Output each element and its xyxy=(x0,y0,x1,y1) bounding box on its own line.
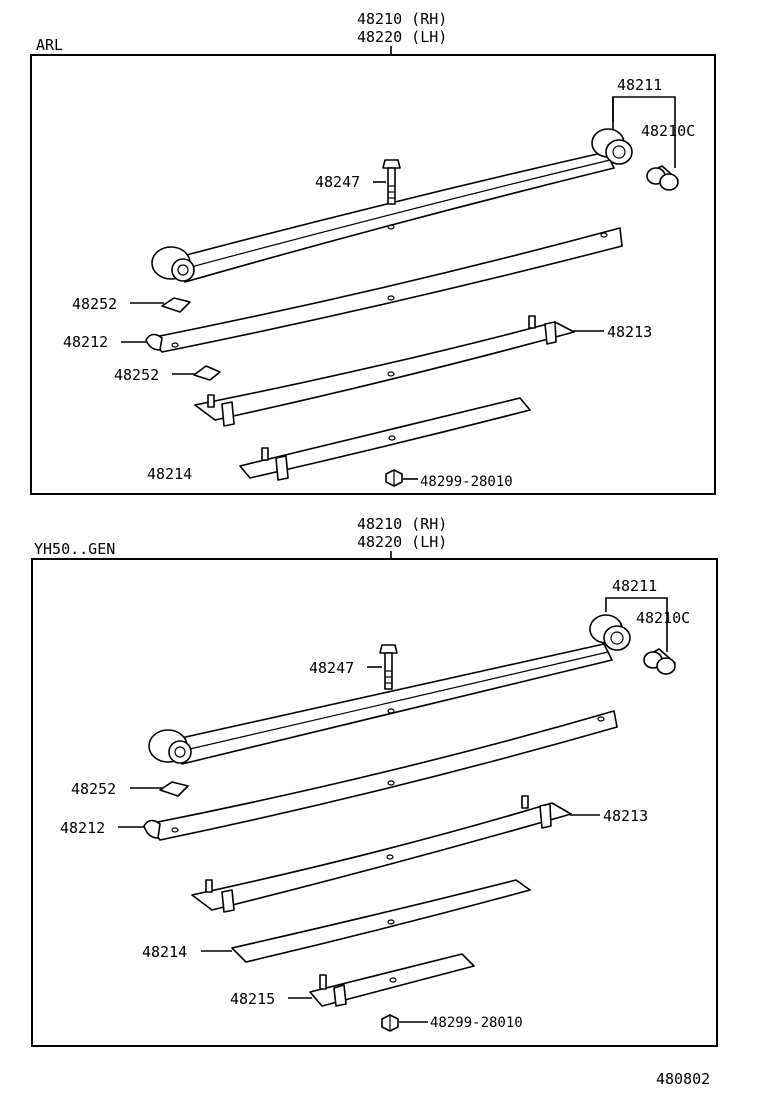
label-48211: 48211 xyxy=(617,76,662,94)
leaf-4 xyxy=(239,397,531,481)
main-leaf xyxy=(148,614,631,765)
label-48252-upper: 48252 xyxy=(72,295,117,313)
main-leaf xyxy=(151,128,633,283)
section-frame xyxy=(30,54,716,495)
label-48212: 48212 xyxy=(60,819,105,837)
bracket-48211 xyxy=(605,597,668,652)
label-48214: 48214 xyxy=(147,465,192,483)
leaf-4 xyxy=(231,879,531,963)
label-48210c: 48210C xyxy=(641,122,695,140)
center-bolt xyxy=(379,644,398,690)
label-48210c: 48210C xyxy=(636,609,690,627)
section-yh50-gen: YH50..GEN 48210 (RH) 48220 (LH) xyxy=(31,515,718,1047)
bushing xyxy=(643,648,676,675)
bushing xyxy=(646,165,679,191)
leaf-pad xyxy=(159,781,189,797)
section-frame xyxy=(31,558,718,1047)
label-48215: 48215 xyxy=(230,990,275,1008)
leaf-2 xyxy=(143,710,618,841)
assembly-number-rh: 48210 (RH) xyxy=(357,515,447,533)
assembly-number-lh: 48220 (LH) xyxy=(357,533,447,551)
center-nut xyxy=(381,1014,399,1032)
leaf-3 xyxy=(194,315,575,427)
assembly-number-lh: 48220 (LH) xyxy=(357,28,447,46)
section-variant-label: YH50..GEN xyxy=(34,540,115,558)
label-48214: 48214 xyxy=(142,943,187,961)
label-48213: 48213 xyxy=(603,807,648,825)
label-48212: 48212 xyxy=(63,333,108,351)
label-48247: 48247 xyxy=(309,659,354,677)
label-48211: 48211 xyxy=(612,577,657,595)
assembly-number-rh: 48210 (RH) xyxy=(357,10,447,28)
label-48252-lower: 48252 xyxy=(114,366,159,384)
label-48247: 48247 xyxy=(315,173,360,191)
leaf-2 xyxy=(145,227,623,353)
label-48252: 48252 xyxy=(71,780,116,798)
section-arl: ARL 48210 (RH) 48220 (LH) xyxy=(30,10,716,495)
center-bolt xyxy=(382,159,401,205)
label-48213: 48213 xyxy=(607,323,652,341)
diagram-id: 480802 xyxy=(656,1070,710,1088)
label-48299: 48299-28010 xyxy=(430,1015,523,1031)
section-variant-label: ARL xyxy=(36,36,63,54)
leaf-pad-lower xyxy=(193,365,221,381)
leaf-3 xyxy=(191,795,572,913)
leaf-5 xyxy=(309,953,475,1007)
label-48299: 48299-28010 xyxy=(420,474,513,490)
leaf-pad-upper xyxy=(161,297,191,313)
center-nut xyxy=(385,469,403,487)
